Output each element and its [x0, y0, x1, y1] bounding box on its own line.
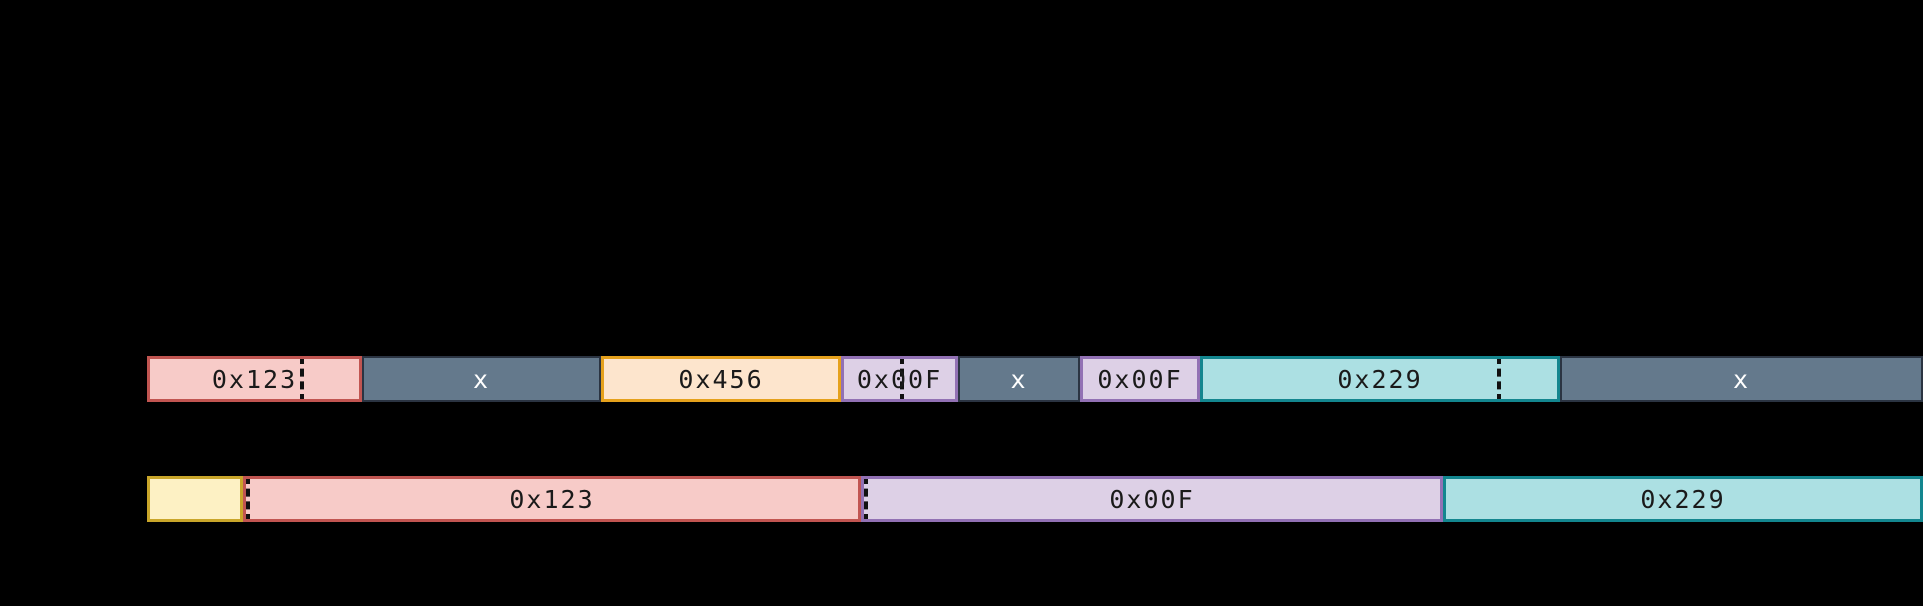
boundary-dashed-marker	[300, 359, 305, 399]
memory-block-label: x	[1732, 364, 1751, 394]
memory-block-empty	[147, 476, 243, 522]
memory-row-top: 0x123 x 0x456 0x00F x 0x00F 0x229 x	[147, 356, 1923, 402]
memory-block-label: 0x00F	[856, 364, 943, 394]
boundary-dashed-marker	[864, 479, 868, 519]
memory-block-x: x	[1560, 356, 1923, 402]
memory-block-label: 0x123	[211, 364, 298, 394]
memory-block-0x00f: 0x00F	[841, 356, 958, 402]
memory-block-0x229: 0x229	[1200, 356, 1560, 402]
memory-block-label: 0x00F	[1109, 484, 1195, 514]
boundary-dashed-marker	[1496, 359, 1501, 399]
memory-block-label: 0x123	[509, 484, 595, 514]
memory-block-label: 0x456	[678, 364, 764, 394]
memory-block-0x456: 0x456	[601, 356, 841, 402]
memory-block-0x00f: 0x00F	[1080, 356, 1200, 402]
memory-block-0x123: 0x123	[243, 476, 861, 522]
memory-block-x: x	[362, 356, 601, 402]
memory-block-0x00f: 0x00F	[861, 476, 1443, 522]
memory-block-label: x	[1010, 364, 1028, 394]
boundary-dashed-marker	[246, 479, 250, 519]
memory-block-label: x	[472, 364, 491, 394]
memory-block-label: 0x00F	[1097, 364, 1183, 394]
memory-block-label: 0x229	[1337, 364, 1423, 394]
memory-block-label: 0x229	[1640, 484, 1726, 514]
memory-block-0x123: 0x123	[147, 356, 362, 402]
memory-block-x: x	[958, 356, 1080, 402]
memory-block-0x229: 0x229	[1443, 476, 1923, 522]
memory-row-bottom: 0x123 0x00F 0x229	[147, 476, 1923, 522]
